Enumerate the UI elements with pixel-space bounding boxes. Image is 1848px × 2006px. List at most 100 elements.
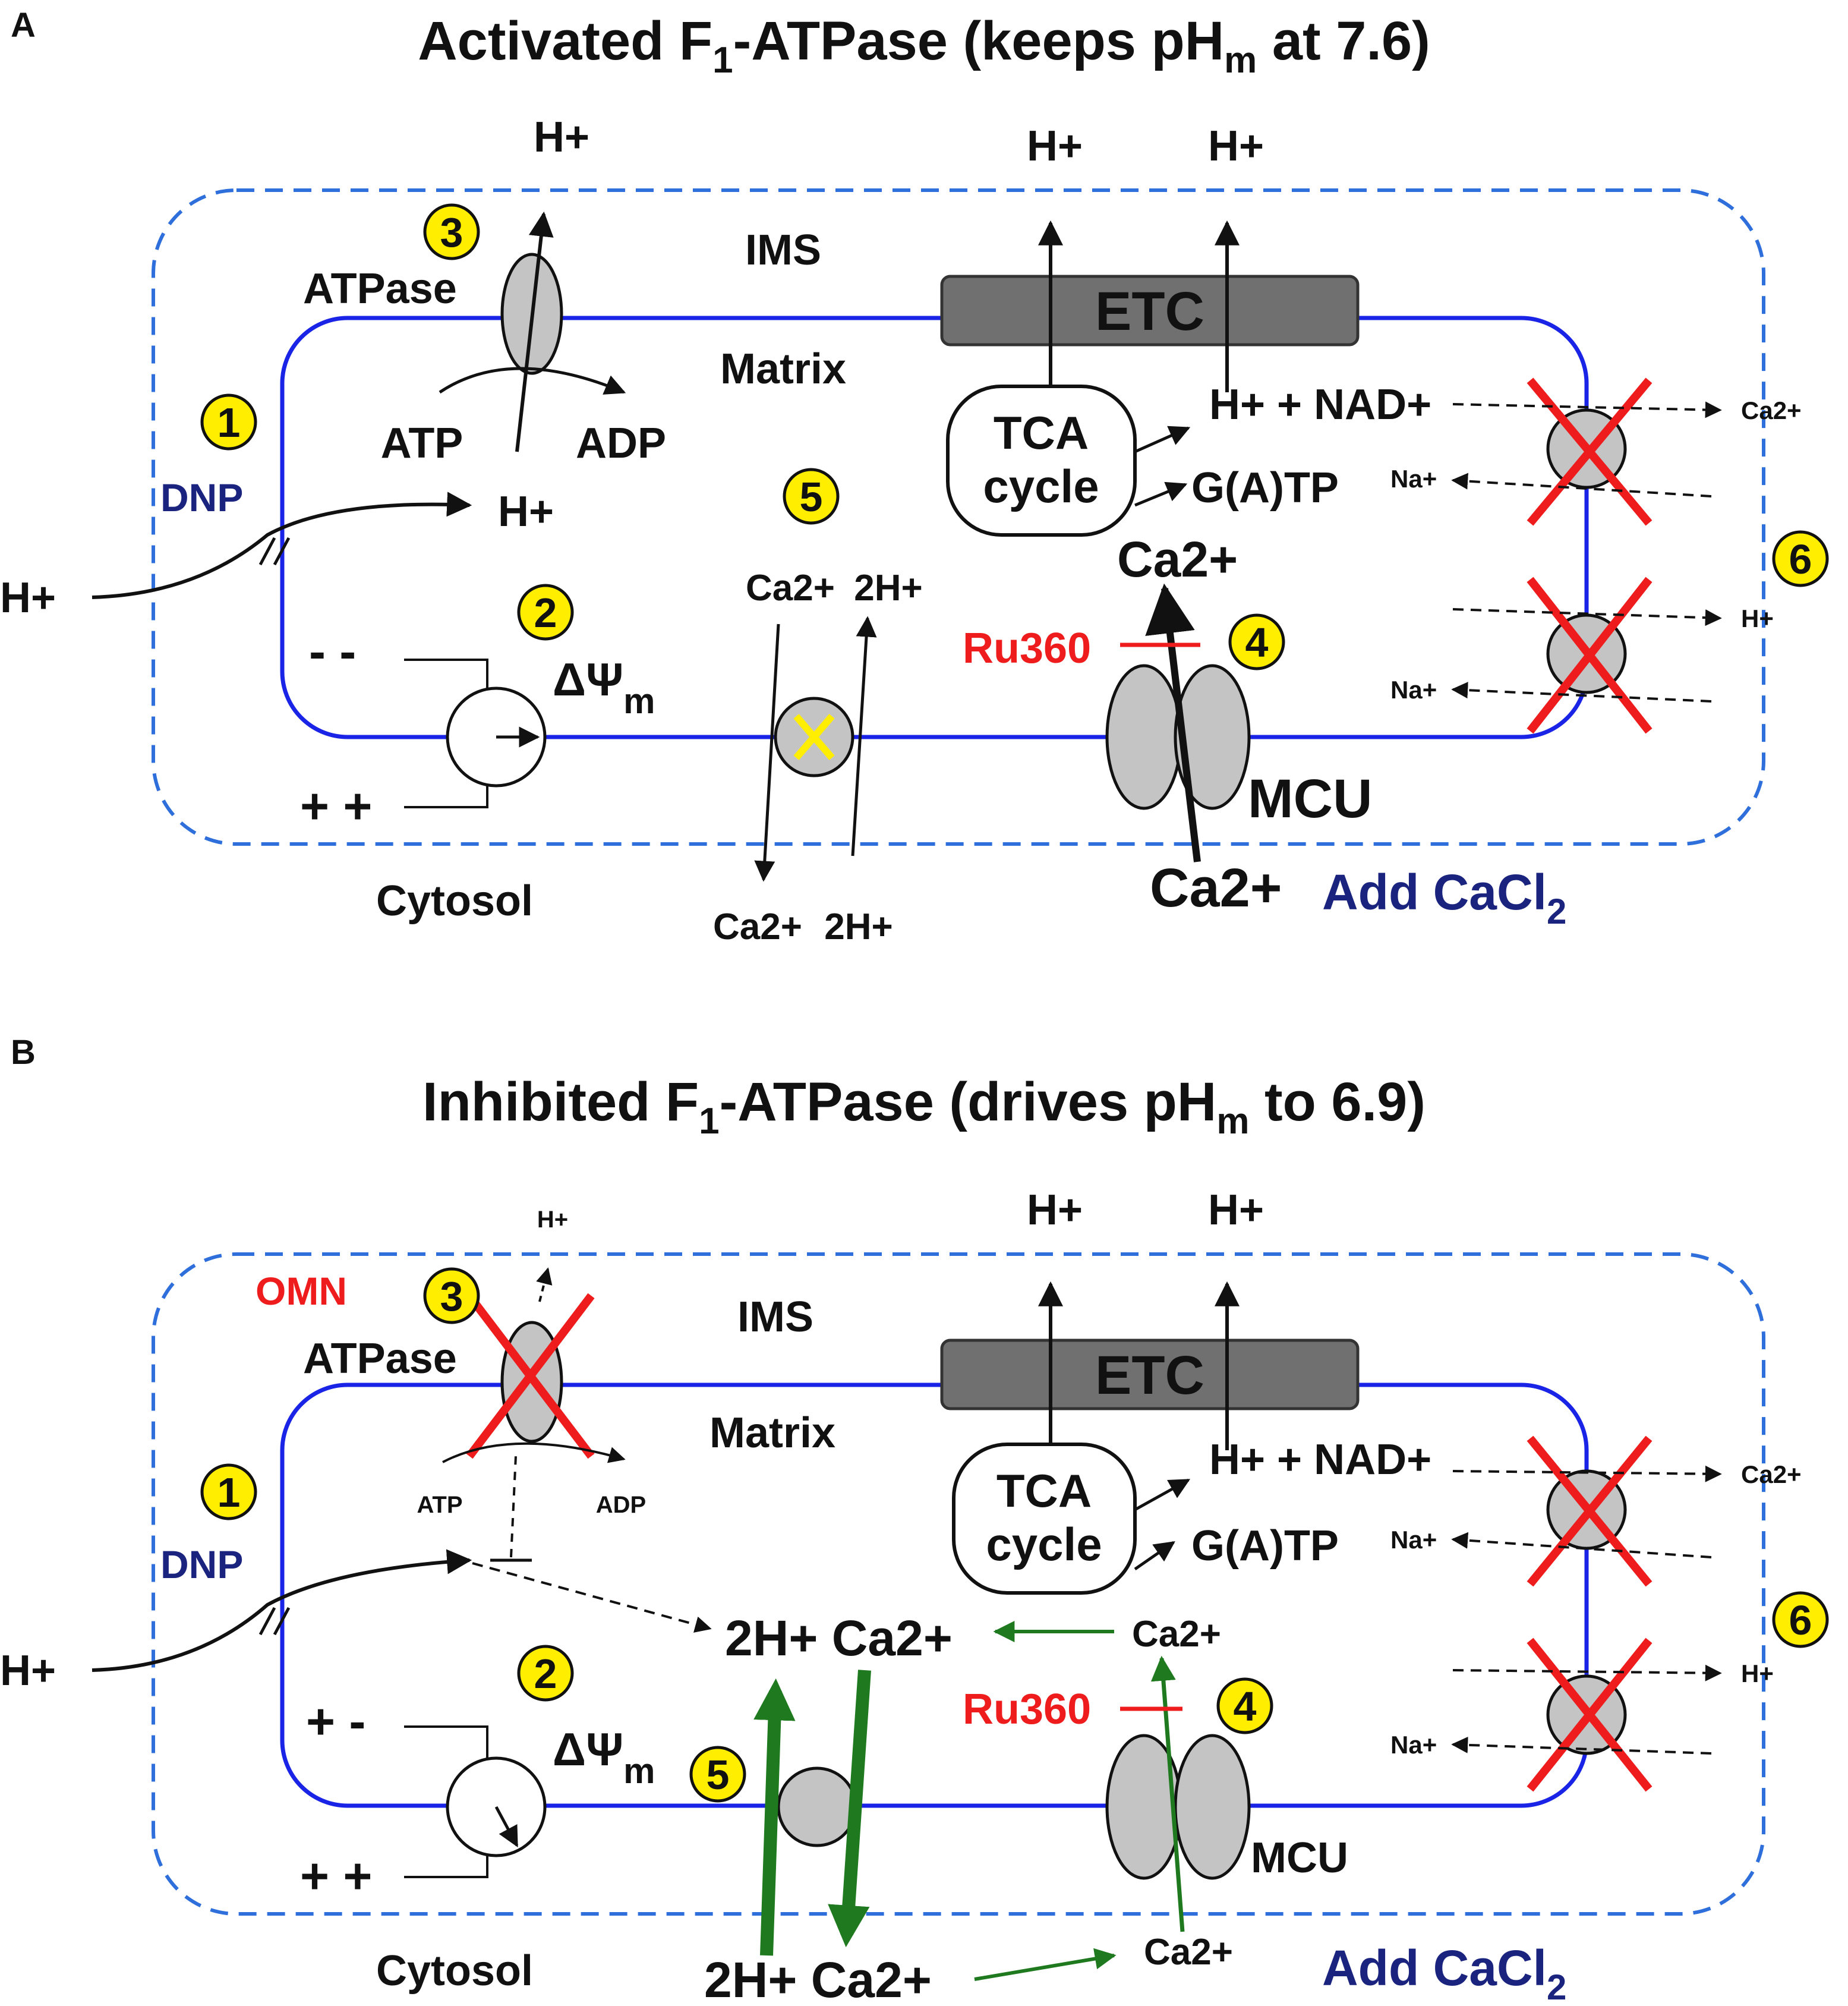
plus-signs: + + [300,778,372,834]
tca-output-arrow-1 [1134,426,1191,454]
atpase-proton-arrow [515,211,554,452]
etc-label: ETC [1095,281,1204,342]
svg-text:6: 6 [1789,536,1812,582]
tca-label-b2: cycle [986,1518,1102,1570]
dnp-label-b: DNP [160,1542,243,1586]
matrix-label-b: Matrix [709,1409,835,1457]
exchanger-ca-arrow-b [828,1670,871,1948]
adp-label-b: ADP [596,1492,646,1518]
panel-b-letter: B [11,1033,36,1072]
nadh-label: H+ + NAD+ [1209,381,1431,429]
inner-membrane-b [280,1383,1589,1808]
tca-cycle [946,385,1137,537]
cytosol-label: Cytosol [376,877,533,925]
cytosol-proton-b: H+ [0,1647,56,1695]
tca-output-arrow-b2 [1134,1541,1175,1571]
dnp-dashed-arrow-b [472,1562,712,1633]
tca-label-2: cycle [983,460,1099,512]
omn-label: OMN [256,1269,347,1313]
atpase-block-x-2 [466,1293,595,1459]
dnp-proton-path-b [92,1549,472,1672]
atpase-proton-top: H+ [534,114,589,161]
cytosol-proton: H+ [0,574,56,622]
badge-b3: 3 [423,1267,480,1324]
panel-a: A Activated F1-ATPase (keeps pHm at 7.6)… [0,6,1829,947]
matrix-ca-right-b: Ca2+ [1132,1614,1221,1655]
exchanger-ca-top: Ca2+ [746,568,835,609]
dnp-break-mark-1 [258,537,276,566]
etc-label-b: ETC [1095,1345,1204,1406]
ca-efflux-arrow [1452,401,1722,418]
na-influx-arrow-b2 [1451,1736,1712,1755]
mcu-ca-arrow-b [1150,1655,1185,1932]
meter-wire-top-b [404,1725,488,1759]
matrix-proton: H+ [498,488,554,536]
atp-label: ATP [381,420,463,467]
atpase-proton-dashed-b [510,1456,517,1558]
tca-output-arrow-2 [1134,481,1188,507]
mcu-label-b: MCU [1251,1834,1348,1882]
mcu-ca-cytosol: Ca2+ [1150,858,1282,918]
na-influx-arrow-2 [1451,682,1712,703]
cytosol-label-b: Cytosol [376,1947,533,1995]
exchanger-ca-bottom: Ca2+ [713,906,802,947]
gatp-label-b: G(A)TP [1191,1522,1339,1570]
dnp-break-mark-2 [273,537,291,566]
badge-b1: 1 [200,1463,257,1520]
svg-text:1: 1 [217,399,241,446]
atp-hydrolysis-arrow-b [442,1442,626,1463]
badge-2: 2 [517,584,574,641]
h-efflux-label: H+ [1741,604,1774,632]
mcu-subunit-left [1105,664,1182,810]
dnp-break-mark-b2 [273,1607,291,1636]
badge-b6: 6 [1772,1591,1829,1648]
exchanger-h-arrow [851,616,877,856]
svg-text:2: 2 [534,1651,557,1697]
adp-label: ADP [576,420,666,467]
atpase-proton-arrow-b [536,1267,553,1302]
minus-signs: - - [309,623,356,679]
na-influx-label-b1: Na+ [1390,1526,1437,1554]
atpase-label-b: ATPase [303,1335,457,1383]
matrix-2h-ca-b: 2H+ Ca2+ [725,1610,953,1666]
gatp-label: G(A)TP [1191,464,1339,512]
meter-wire-top [404,659,488,689]
h-efflux-arrow [1452,608,1722,626]
dnp-break-mark-b1 [258,1607,276,1636]
tca-label-b1: TCA [996,1465,1092,1517]
svg-text:6: 6 [1789,1597,1812,1643]
dnp-label: DNP [160,475,243,519]
add-cacl2: Add CaCl2 [1322,864,1566,931]
svg-text:4: 4 [1245,619,1269,666]
ims-label: IMS [745,226,821,274]
svg-text:4: 4 [1234,1683,1257,1730]
exchanger-block-x-2 [793,714,835,760]
badge-b5: 5 [689,1746,746,1803]
plus-minus-signs-b: + - [306,1693,365,1749]
mcu-ca-matrix: Ca2+ [1117,531,1238,587]
ca-h-exchanger-b [777,1766,857,1847]
na-h-block-x-b2 [1527,1637,1653,1792]
na-influx-label-2: Na+ [1390,676,1437,704]
na-h-block-x-2 [1527,577,1653,734]
nadh-label-b: H+ + NAD+ [1209,1436,1431,1484]
cytosol-ca-right-b: Ca2+ [1144,1932,1233,1973]
na-ca-block-x-b2 [1527,1435,1653,1587]
ca-efflux-label-b: Ca2+ [1741,1460,1802,1488]
etc-complex [940,275,1360,347]
panel-a-title: Activated F1-ATPase (keeps pHm at 7.6) [418,11,1430,81]
badge-6: 6 [1772,530,1829,587]
panel-b-title: Inhibited F1-ATPase (drives pHm to 6.9) [422,1072,1426,1142]
exchanger-2h-bottom: 2H+ [824,906,893,947]
ca-efflux-label: Ca2+ [1741,396,1802,424]
outer-membrane-b [152,1252,1765,1916]
meter-needle-b [494,1806,519,1848]
exchanger-ca-arrow [754,623,780,882]
tca-output-arrow-b1 [1134,1478,1191,1511]
ims-label-b: IMS [737,1293,813,1341]
cytosol-2h-ca-b: 2H+ Ca2+ [704,1952,932,2006]
badge-b4: 4 [1216,1677,1273,1734]
svg-text:3: 3 [440,209,463,256]
ru360-label-b: Ru360 [963,1686,1091,1733]
meter-wire-bottom [404,785,488,808]
